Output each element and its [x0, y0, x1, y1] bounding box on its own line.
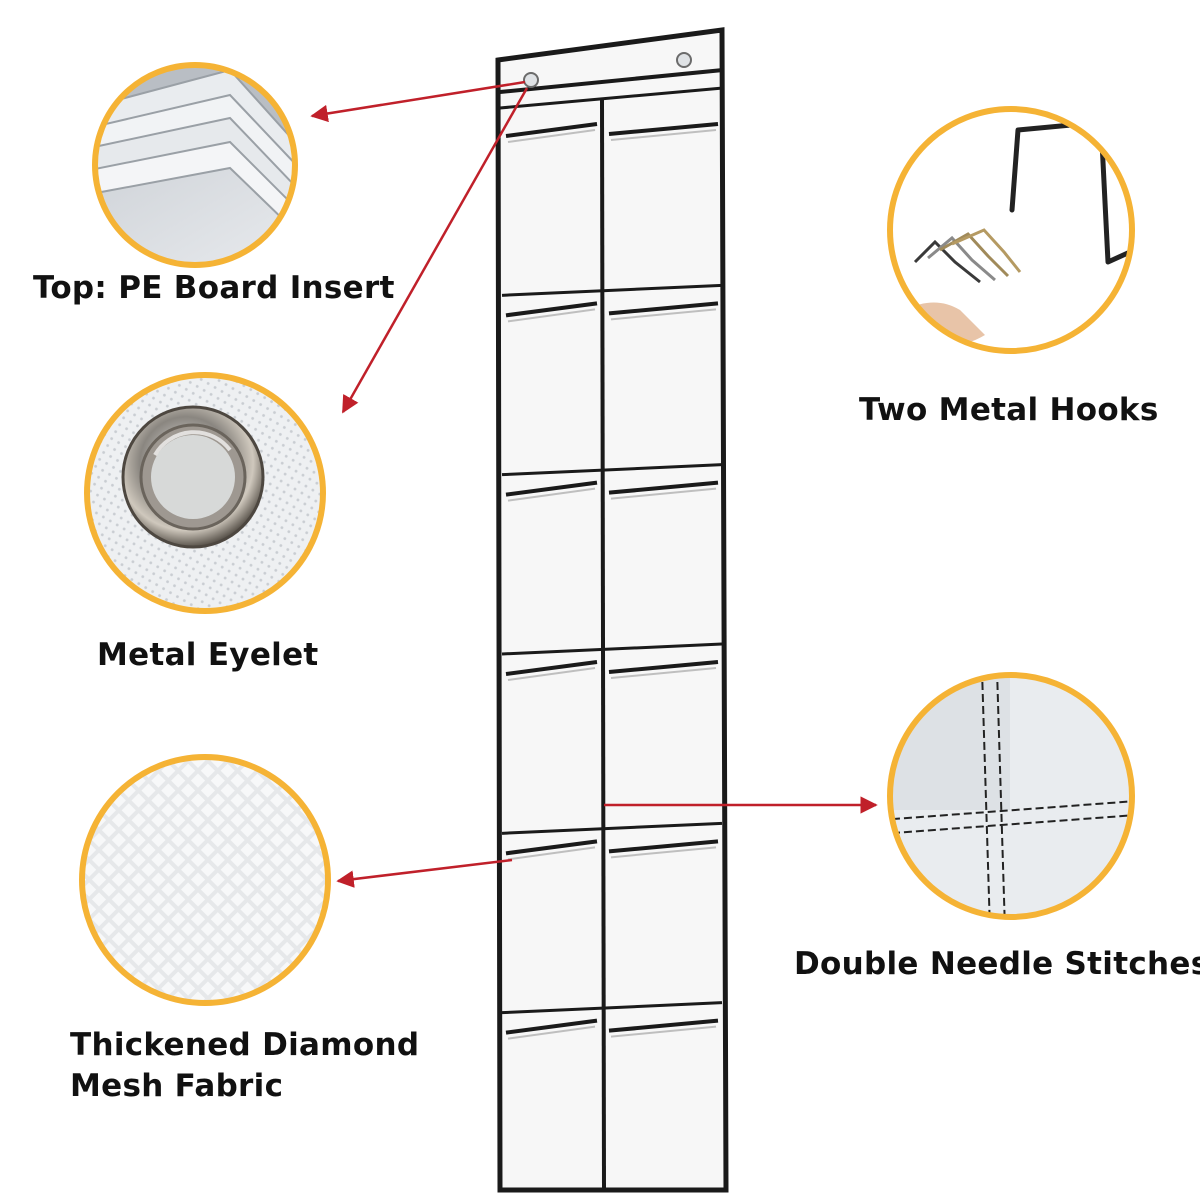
pocket-2-1 [505, 301, 598, 323]
pe-board-header [499, 68, 724, 110]
pocket-6-2 [608, 1018, 719, 1038]
mesh-callout [79, 754, 331, 1006]
metal-hooks-label: Two Metal Hooks [859, 392, 1159, 428]
hooks-callout [887, 106, 1135, 354]
hanging-organizer [495, 27, 729, 1193]
pe-board-stack-icon [95, 68, 295, 265]
eyelet-right [676, 52, 692, 68]
diamond-mesh-fabric-icon [82, 757, 328, 1003]
eyelet-left [523, 72, 539, 88]
row-seam [501, 821, 723, 835]
arrow-mesh [336, 858, 513, 888]
pe-board-callout [92, 62, 298, 268]
pocket-3-1 [505, 480, 598, 502]
pocket-5-2 [608, 839, 719, 859]
pocket-5-1 [505, 839, 598, 861]
mesh-fabric-label-line2: Mesh Fabric [70, 1068, 284, 1104]
organizer-body [495, 27, 729, 1193]
row-seam [501, 463, 723, 477]
row-seam [501, 642, 723, 656]
row-seam [501, 1001, 723, 1015]
pocket-4-2 [608, 660, 719, 679]
pocket-4-1 [505, 660, 598, 681]
stitches-callout [887, 672, 1135, 920]
pocket-1-1 [505, 122, 598, 143]
pocket-3-2 [608, 480, 719, 500]
row-seam [501, 283, 723, 297]
pe-board-label: Top: PE Board Insert [33, 270, 395, 306]
arrow-eyelet [341, 87, 529, 414]
mesh-fabric-label-line1: Thickened Diamond [70, 1027, 420, 1063]
pocket-1-2 [608, 122, 719, 141]
pocket-2-2 [608, 301, 719, 321]
metal-eyelet-icon [121, 405, 265, 549]
eyelet-callout [84, 372, 326, 614]
center-divider [600, 99, 606, 1191]
pocket-grid [501, 122, 723, 1040]
arrow-pe-board [310, 80, 526, 123]
pocket-6-1 [505, 1018, 598, 1040]
metal-eyelet-label: Metal Eyelet [97, 637, 319, 673]
pointer-arrows [310, 80, 878, 888]
double-needle-stitches-label: Double Needle Stitches [794, 946, 1200, 982]
